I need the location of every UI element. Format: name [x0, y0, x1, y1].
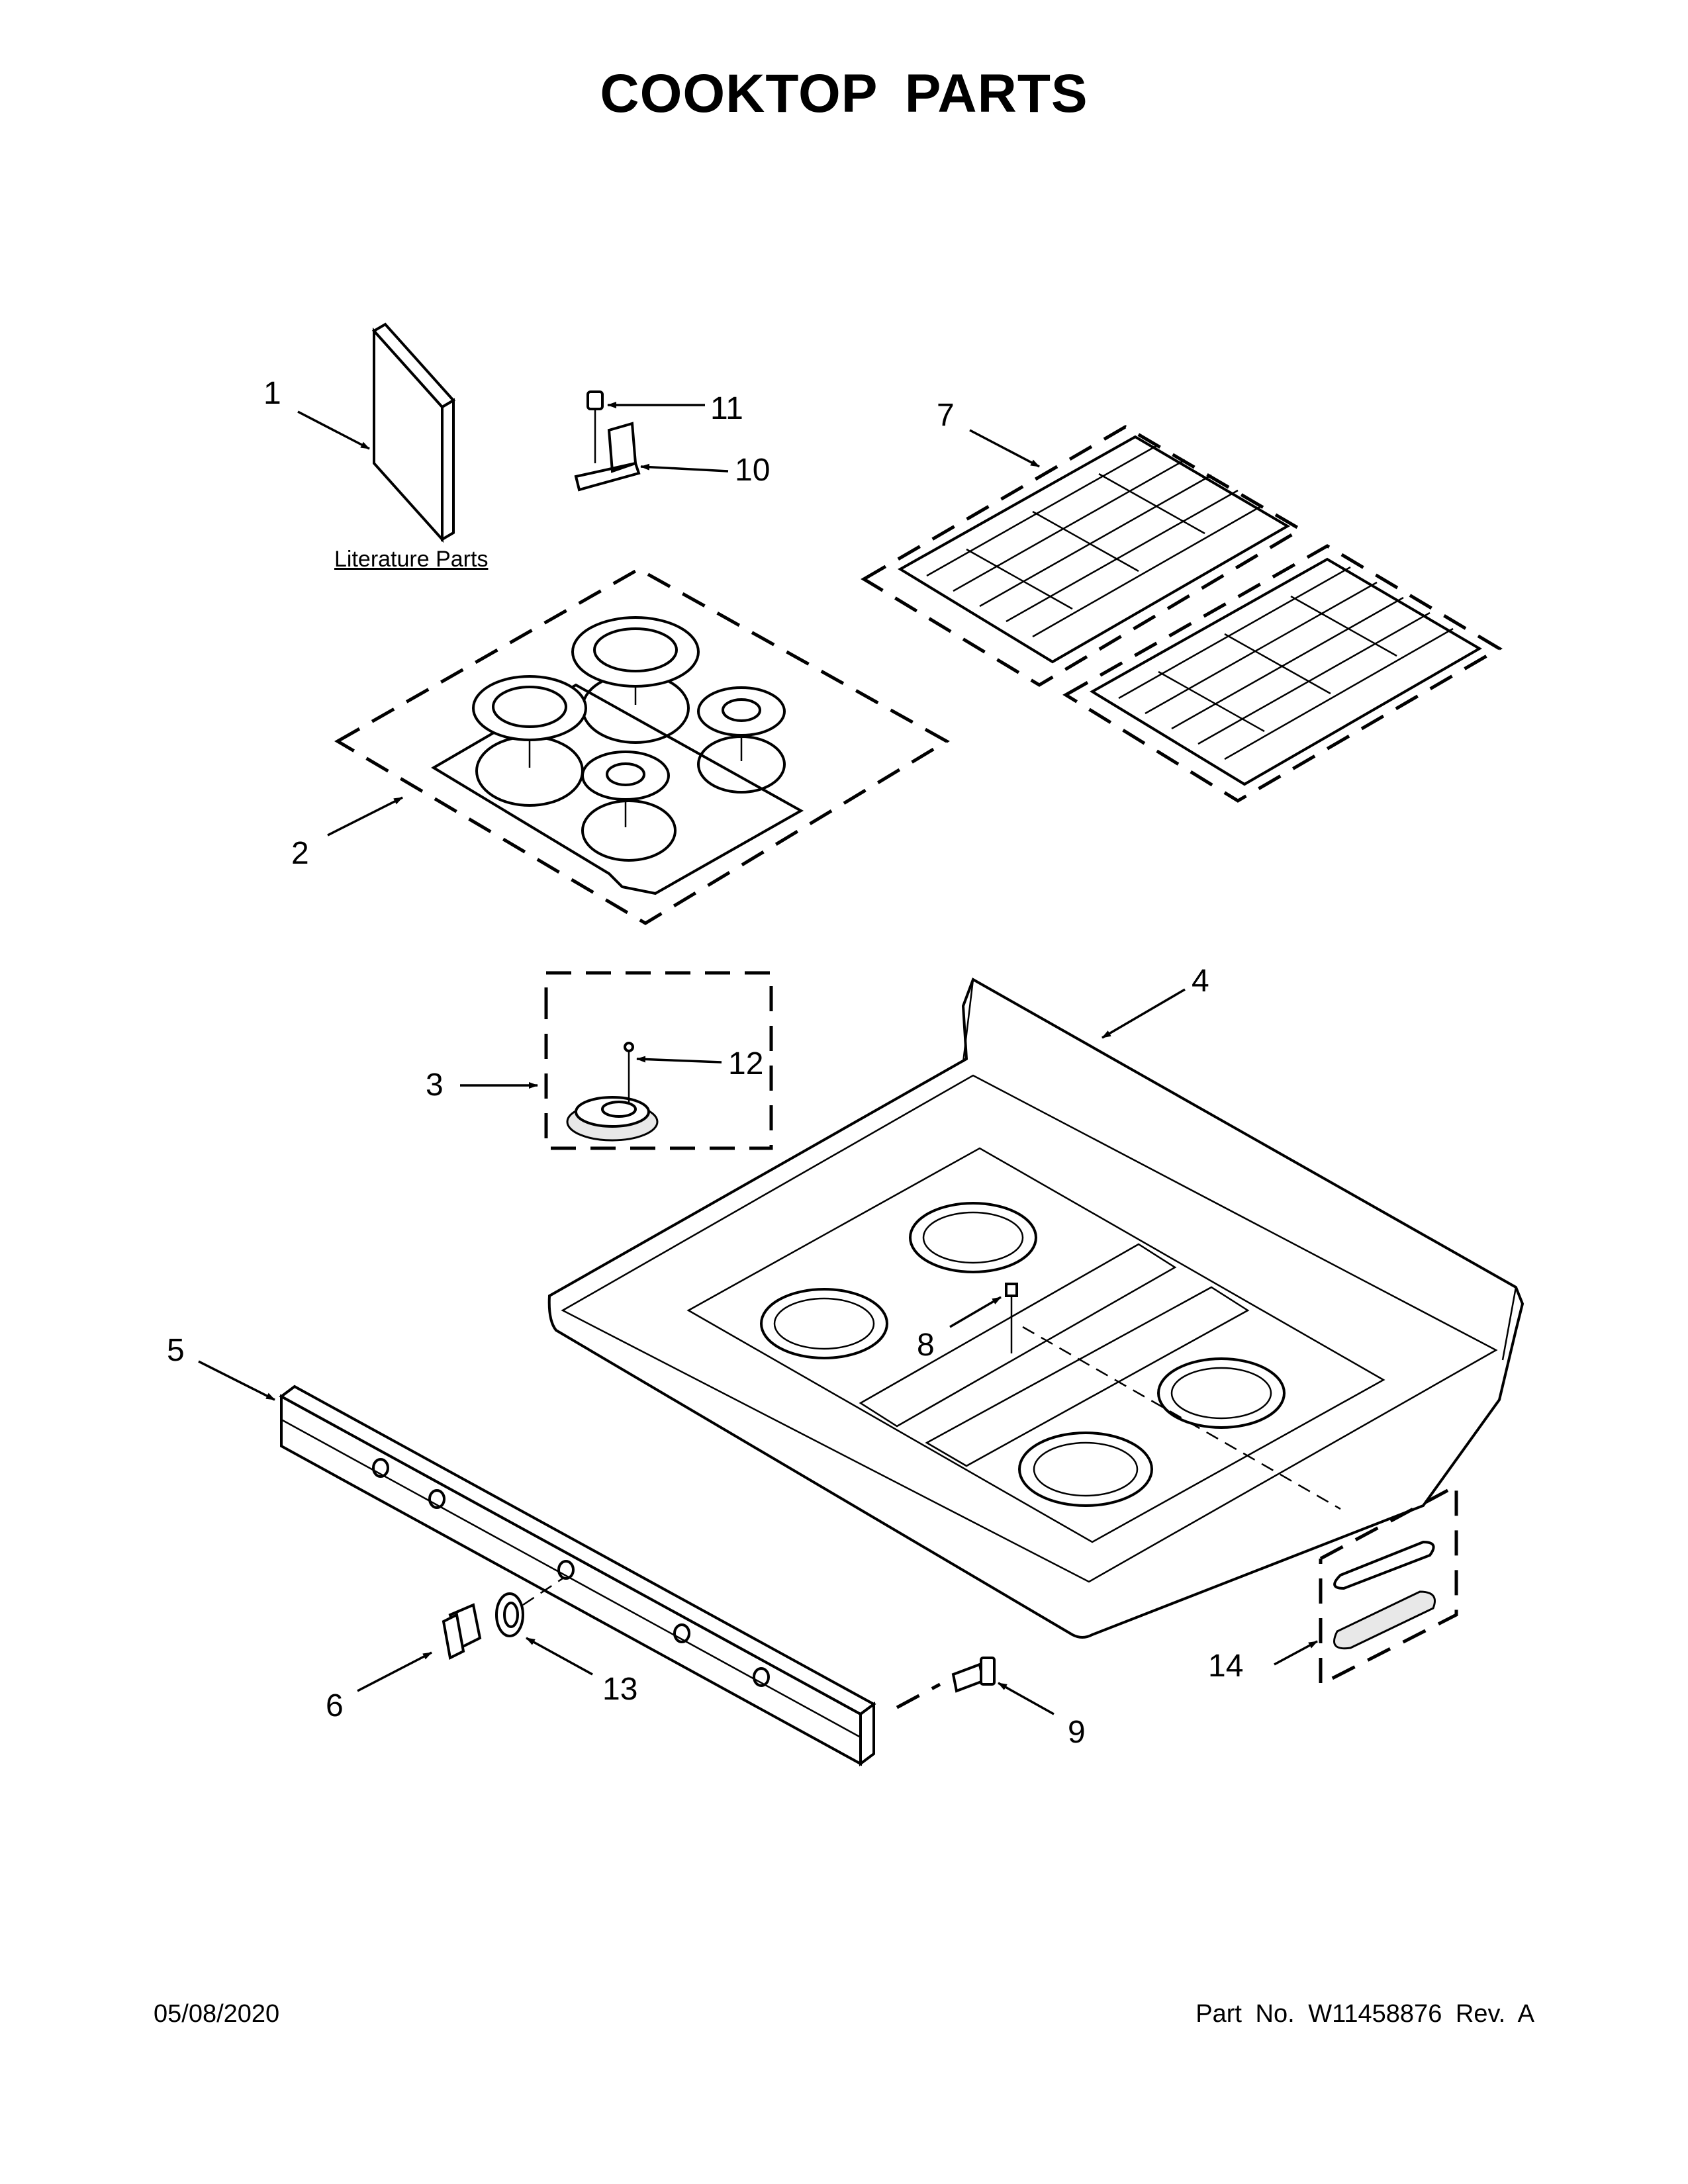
callout-11: 11	[710, 391, 743, 426]
control-knob-and-bezel	[357, 1577, 593, 1692]
spark-module	[1274, 1482, 1458, 1688]
footer-date: 05/08/2020	[154, 2000, 280, 2028]
callout-5: 5	[167, 1333, 185, 1368]
manifold-panel	[198, 1360, 941, 1766]
main-cooktop	[547, 978, 1524, 1639]
bracket-and-screw	[574, 390, 729, 492]
callout-10: 10	[735, 453, 771, 488]
screw-9	[951, 1657, 1055, 1715]
footer-part-number: Part No. W11458876 Rev. A	[1196, 2000, 1534, 2028]
burner-base-assembly	[460, 971, 773, 1150]
callout-13: 13	[602, 1672, 638, 1707]
callout-1: 1	[263, 376, 281, 411]
literature-parts-label: Literature Parts	[334, 547, 489, 572]
callout-6: 6	[326, 1688, 344, 1723]
callout-3: 3	[426, 1068, 444, 1103]
burner-grates	[861, 425, 1503, 803]
literature-booklet	[297, 322, 456, 543]
callout-4: 4	[1192, 964, 1209, 999]
callout-9: 9	[1068, 1715, 1086, 1750]
callout-12: 12	[728, 1046, 764, 1081]
page-title: COOKTOP PARTS	[600, 64, 1088, 124]
callout-8: 8	[917, 1328, 935, 1363]
callout-2: 2	[291, 836, 309, 871]
callout-7: 7	[937, 398, 955, 433]
callout-14: 14	[1208, 1649, 1244, 1684]
burner-caps-set	[327, 567, 950, 925]
